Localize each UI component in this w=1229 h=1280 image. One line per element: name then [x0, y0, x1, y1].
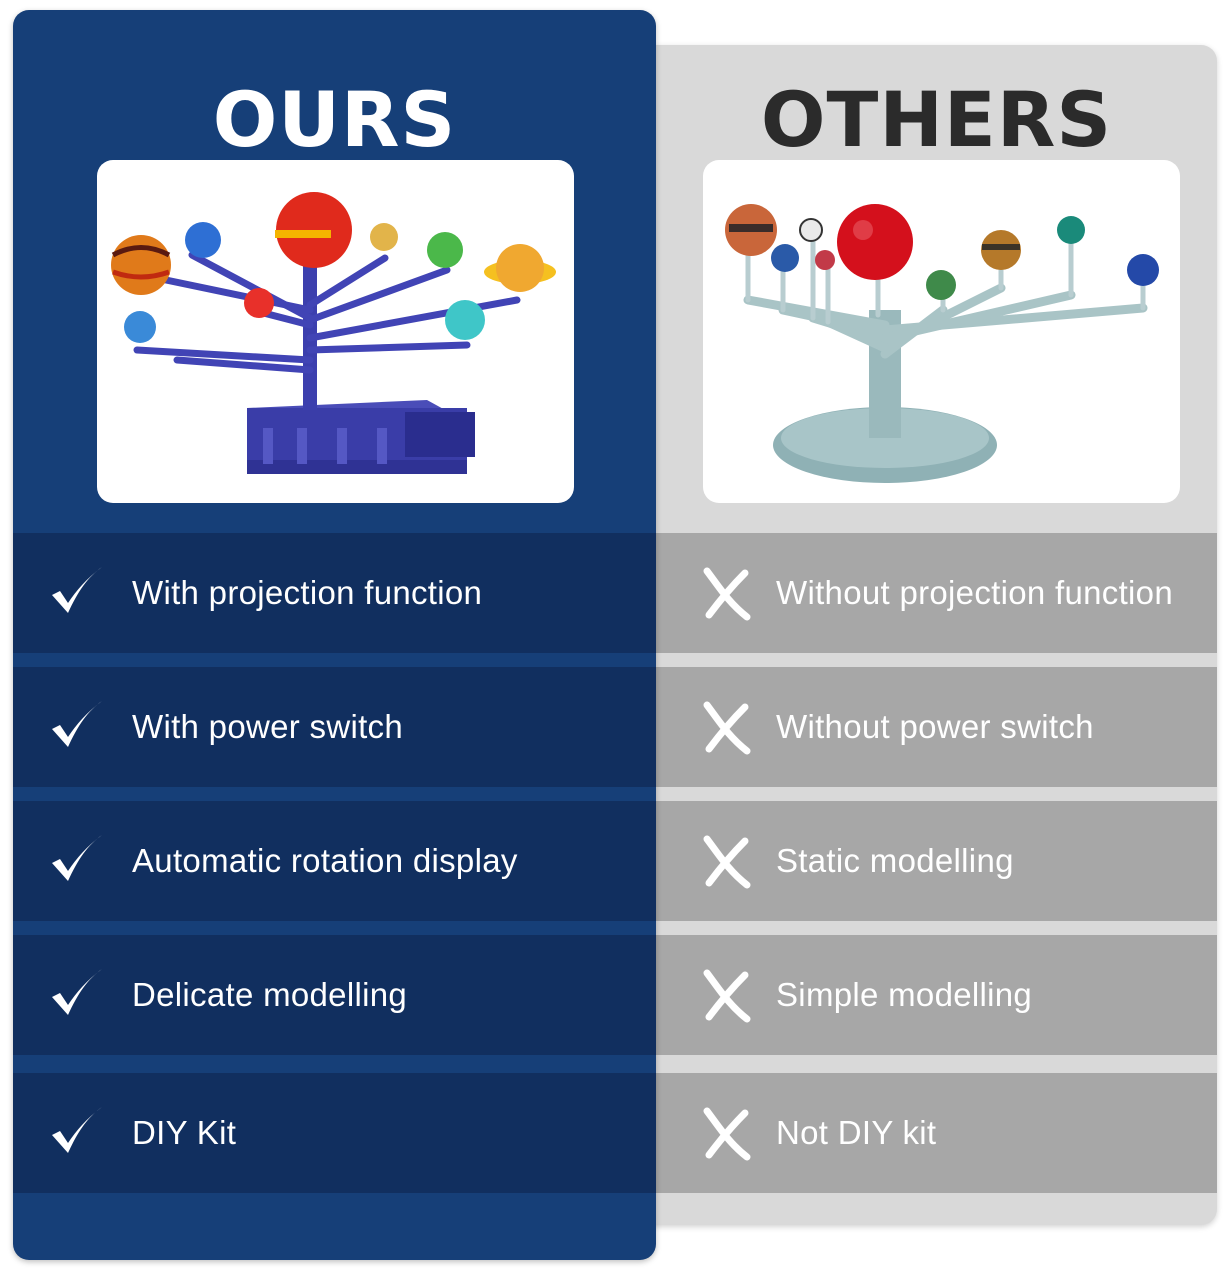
- cross-icon: [703, 969, 751, 1023]
- check-icon: [52, 969, 102, 1015]
- ours-feature-row: DIY Kit: [13, 1073, 656, 1193]
- others-feature-row: Without power switch: [640, 667, 1217, 787]
- others-feature-row: Static modelling: [640, 801, 1217, 921]
- others-feature-row: Without projection function: [640, 533, 1217, 653]
- others-feature-row: Not DIY kit: [640, 1073, 1217, 1193]
- others-product-image: [703, 160, 1180, 503]
- ours-feature-label: Automatic rotation display: [132, 842, 518, 879]
- others-panel: OTHERS: [640, 45, 1217, 1225]
- ours-feature-label: DIY Kit: [132, 1114, 237, 1151]
- check-icon: [52, 835, 102, 881]
- ours-feature-row: Automatic rotation display: [13, 801, 656, 921]
- others-heading: OTHERS: [760, 75, 1113, 164]
- ours-heading: OURS: [212, 75, 457, 164]
- others-feature-row: Simple modelling: [640, 935, 1217, 1055]
- ours-feature-row: With projection function: [13, 533, 656, 653]
- others-feature-label: Static modelling: [776, 842, 1014, 879]
- cross-icon: [703, 701, 751, 755]
- blue-solar-model-illustration: [111, 192, 556, 474]
- ours-product-image: [97, 160, 574, 503]
- others-feature-label: Not DIY kit: [776, 1114, 937, 1151]
- ours-feature-label: With power switch: [132, 708, 404, 745]
- ours-feature-row: With power switch: [13, 667, 656, 787]
- grey-solar-model-illustration: [725, 204, 1159, 483]
- ours-panel: OURS: [13, 10, 656, 1260]
- cross-icon: [703, 1107, 751, 1161]
- others-feature-label: Without power switch: [776, 708, 1094, 745]
- cross-icon: [703, 835, 751, 889]
- ours-feature-label: With projection function: [132, 574, 483, 611]
- check-icon: [52, 1107, 102, 1153]
- ours-feature-row: Delicate modelling: [13, 935, 656, 1055]
- others-feature-label: Without projection function: [776, 574, 1173, 611]
- cross-icon: [703, 567, 751, 621]
- others-feature-label: Simple modelling: [776, 976, 1033, 1013]
- ours-feature-label: Delicate modelling: [132, 976, 408, 1013]
- check-icon: [52, 567, 102, 613]
- check-icon: [52, 701, 102, 747]
